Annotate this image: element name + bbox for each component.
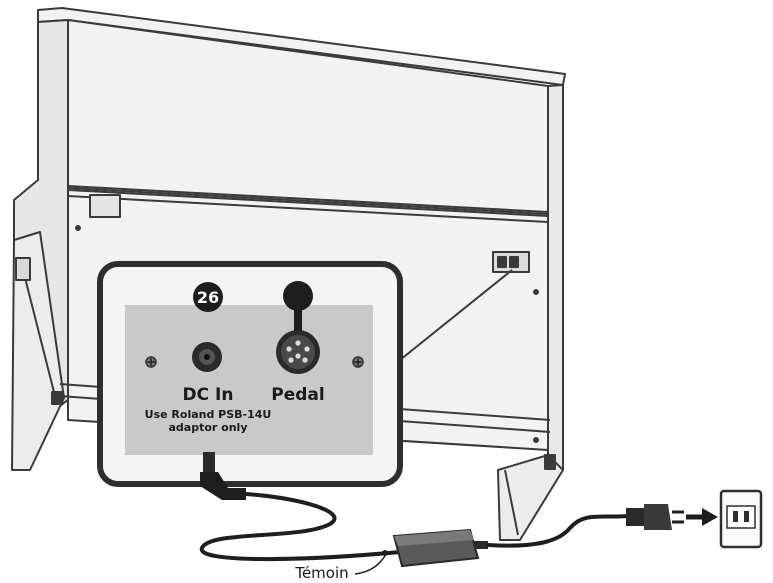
right-foot [544, 454, 556, 470]
adaptor-note-line2: adaptor only [169, 421, 248, 434]
insert-arrow-icon [686, 508, 718, 526]
wall-outlet [719, 489, 763, 549]
callout-number: 26 [197, 288, 219, 307]
zoom-callout [97, 261, 403, 487]
dc-cable [199, 492, 402, 562]
callout-number-badge: 26 [193, 282, 223, 312]
adapter-strain-relief [474, 541, 488, 549]
adaptor-note-line1: Use Roland PSB-14U [145, 408, 272, 421]
wall-plug [626, 504, 684, 530]
pedal-jack [276, 281, 320, 374]
indicator-label: Témoin [294, 564, 348, 579]
left-foot [51, 391, 63, 405]
dc-in-jack [192, 342, 222, 372]
ac-cord [486, 514, 630, 548]
left-leg-bracket [15, 257, 31, 281]
ac-adapter [382, 528, 488, 568]
pedal-plug-cap [283, 281, 313, 311]
piano-right-side [547, 84, 564, 471]
pedal-plug-stem [294, 306, 302, 332]
dc-plug [200, 452, 246, 500]
indicator-light-icon [382, 550, 388, 556]
piano-left-leg [11, 231, 65, 471]
dc-in-label: DC In [183, 385, 234, 405]
plate-screws [145, 356, 364, 368]
pedal-cord [399, 269, 513, 361]
rail-block [89, 194, 121, 218]
indicator-leader [354, 555, 386, 575]
pedal-label: Pedal [271, 385, 324, 405]
jack-plate [125, 305, 373, 455]
